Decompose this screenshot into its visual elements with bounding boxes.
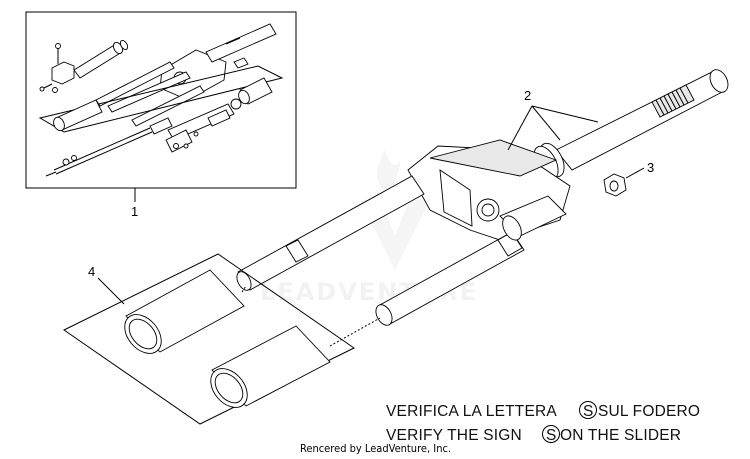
inset-upper-tube xyxy=(73,39,129,79)
steerer-tube xyxy=(555,69,729,171)
slider-sign-note-en: VERIFY THE SIGN S ON THE SLIDER xyxy=(386,425,681,444)
callout-2-leaders xyxy=(507,105,599,151)
lower-clamp xyxy=(499,195,567,241)
slider-shell-lower xyxy=(210,325,331,408)
callout-1: 1 xyxy=(131,204,138,219)
svg-text:VERIFY THE SIGN: VERIFY THE SIGN xyxy=(386,427,522,444)
svg-text:ON THE SLIDER: ON THE SLIDER xyxy=(560,427,681,444)
render-credit: Rencered by LeadVenture, Inc. xyxy=(300,442,451,455)
slider-sign-note-it: VERIFICA LA LETTERA S SUL FODERO xyxy=(386,401,700,420)
slider-shell-upper xyxy=(124,269,245,354)
svg-text:VERIFICA LA LETTERA: VERIFICA LA LETTERA xyxy=(386,403,557,420)
callout-2: 2 xyxy=(524,88,531,103)
callout-3-leader xyxy=(625,167,645,179)
callout-4: 4 xyxy=(88,264,95,279)
callout-4-leader xyxy=(97,277,125,305)
sign-symbol-it: S xyxy=(583,403,594,420)
stanchion-right xyxy=(375,231,525,326)
callout-3: 3 xyxy=(647,160,654,175)
stanchion-left xyxy=(236,175,425,291)
inset-slider-shells xyxy=(38,65,284,133)
slider-shells-group xyxy=(63,253,381,425)
sign-symbol-en: S xyxy=(546,427,557,444)
svg-text:SUL FODERO: SUL FODERO xyxy=(598,403,700,420)
inset-clamp-part xyxy=(39,43,75,93)
inset-assembly-box xyxy=(25,11,297,189)
steerer-nut xyxy=(603,173,627,197)
inset-damper-rod xyxy=(45,117,173,177)
inset-lower-leg xyxy=(165,103,235,153)
main-fork-assembly xyxy=(236,69,729,326)
